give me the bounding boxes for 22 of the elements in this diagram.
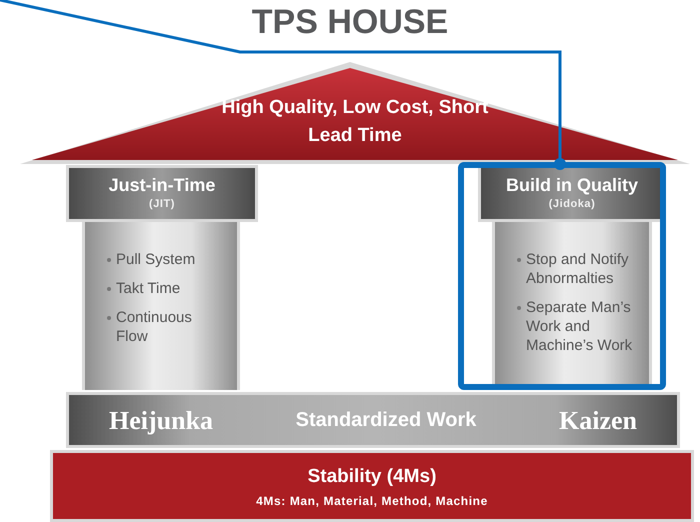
foundation-label: Heijunka (109, 404, 214, 436)
pillar-title: Just-in-Time (108, 174, 216, 196)
base-title: Stability (4Ms) (308, 465, 436, 489)
pillar-header (66, 165, 258, 222)
pillar-header (478, 165, 666, 222)
foundation-label: Standardized Work (296, 408, 476, 433)
pillar-subtitle: (JIT) (149, 197, 175, 212)
pillar-title: Build in Quality (506, 174, 638, 196)
leader-line (0, 0, 566, 170)
foundation-label: Kaizen (559, 404, 637, 436)
bullet-text: Separate Man’s Work and Machine’s Work (526, 298, 634, 355)
stability-base (50, 450, 694, 522)
foundation-band (66, 392, 680, 448)
bullet-text: Takt Time (116, 279, 180, 298)
base-subtitle: 4Ms: Man, Material, Method, Machine (256, 492, 488, 510)
diagram-title: TPS HOUSE (250, 2, 450, 42)
pillar-column (82, 222, 240, 390)
bullet-text: Stop and Notify Abnormalties (526, 250, 630, 288)
bullet-text: Pull System (116, 250, 196, 269)
bullet-text: Continuous Flow (116, 308, 193, 346)
pillar-subtitle: (Jidoka) (548, 197, 596, 212)
roof-triangle (20, 60, 690, 164)
